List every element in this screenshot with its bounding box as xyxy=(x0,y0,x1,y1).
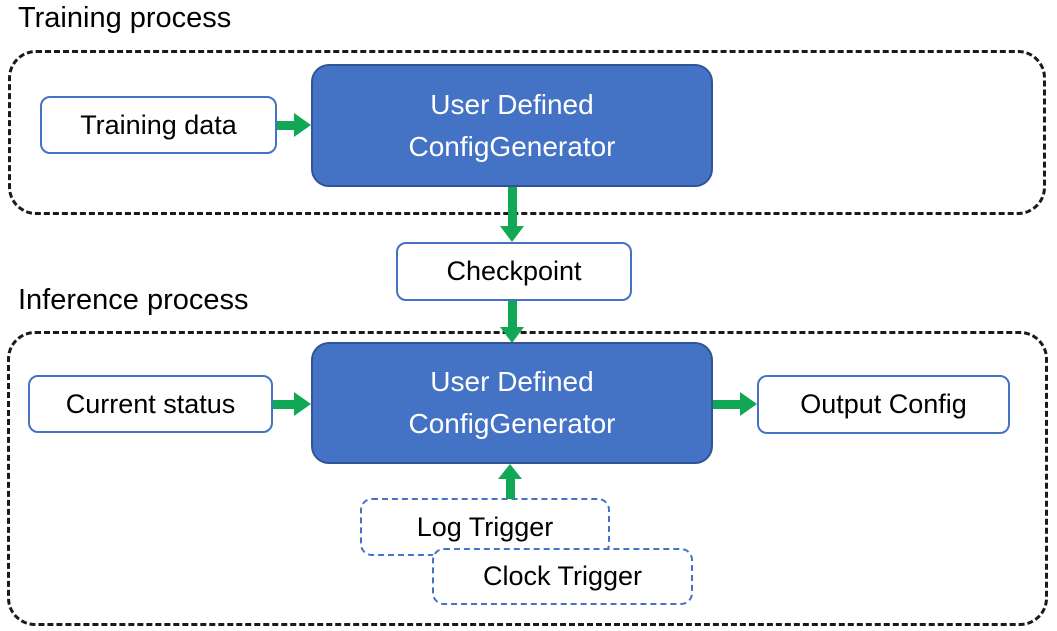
log-trigger-box: Log Trigger xyxy=(360,498,610,556)
arrow-head-up-icon xyxy=(498,464,522,479)
training-data-label: Training data xyxy=(80,109,237,140)
arrow-shaft xyxy=(273,399,294,409)
arrow-head-right-icon xyxy=(294,113,311,137)
arrow-head-down-icon xyxy=(500,226,524,242)
arrow-shaft xyxy=(507,187,517,226)
inference-generator-label-line2: ConfigGenerator xyxy=(408,408,616,439)
current-status-box: Current status xyxy=(28,375,273,433)
training-generator-label-line2: ConfigGenerator xyxy=(408,130,616,162)
output-config-box: Output Config xyxy=(757,375,1010,434)
arrow-shaft xyxy=(277,120,294,130)
arrow-shaft xyxy=(505,479,515,499)
checkpoint-box: Checkpoint xyxy=(396,242,632,301)
arrow-checkpoint-to-inference-generator xyxy=(500,301,524,343)
arrow-triggers-to-generator xyxy=(498,464,522,499)
log-trigger-label: Log Trigger xyxy=(416,511,554,542)
clock-trigger-box: Clock Trigger xyxy=(432,548,693,605)
training-generator-box: User Defined ConfigGenerator xyxy=(311,64,713,187)
arrow-head-right-icon xyxy=(740,392,757,416)
inference-process-container xyxy=(7,331,1048,626)
output-config-label: Output Config xyxy=(800,389,967,419)
arrow-head-right-icon xyxy=(294,392,311,416)
current-status-label: Current status xyxy=(65,388,236,419)
arrow-shaft xyxy=(713,399,740,409)
inference-generator-label-line1: User Defined xyxy=(430,366,594,398)
checkpoint-label: Checkpoint xyxy=(446,256,582,286)
training-generator-label-line1: User Defined xyxy=(430,88,594,120)
arrow-generator-to-checkpoint xyxy=(500,187,524,242)
inference-section-label: Inference process xyxy=(18,284,249,316)
training-section-label: Training process xyxy=(18,2,232,34)
clock-trigger-label: Clock Trigger xyxy=(482,561,643,591)
inference-generator-box: User Defined ConfigGenerator xyxy=(311,342,713,464)
arrow-generator-to-output-config xyxy=(713,392,757,416)
arrow-shaft xyxy=(507,301,517,327)
arrow-current-status-to-generator xyxy=(273,392,311,416)
arrow-head-down-icon xyxy=(500,327,524,343)
arrow-training-data-to-generator xyxy=(277,113,311,137)
training-process-container xyxy=(8,50,1046,215)
training-data-box: Training data xyxy=(40,96,277,154)
